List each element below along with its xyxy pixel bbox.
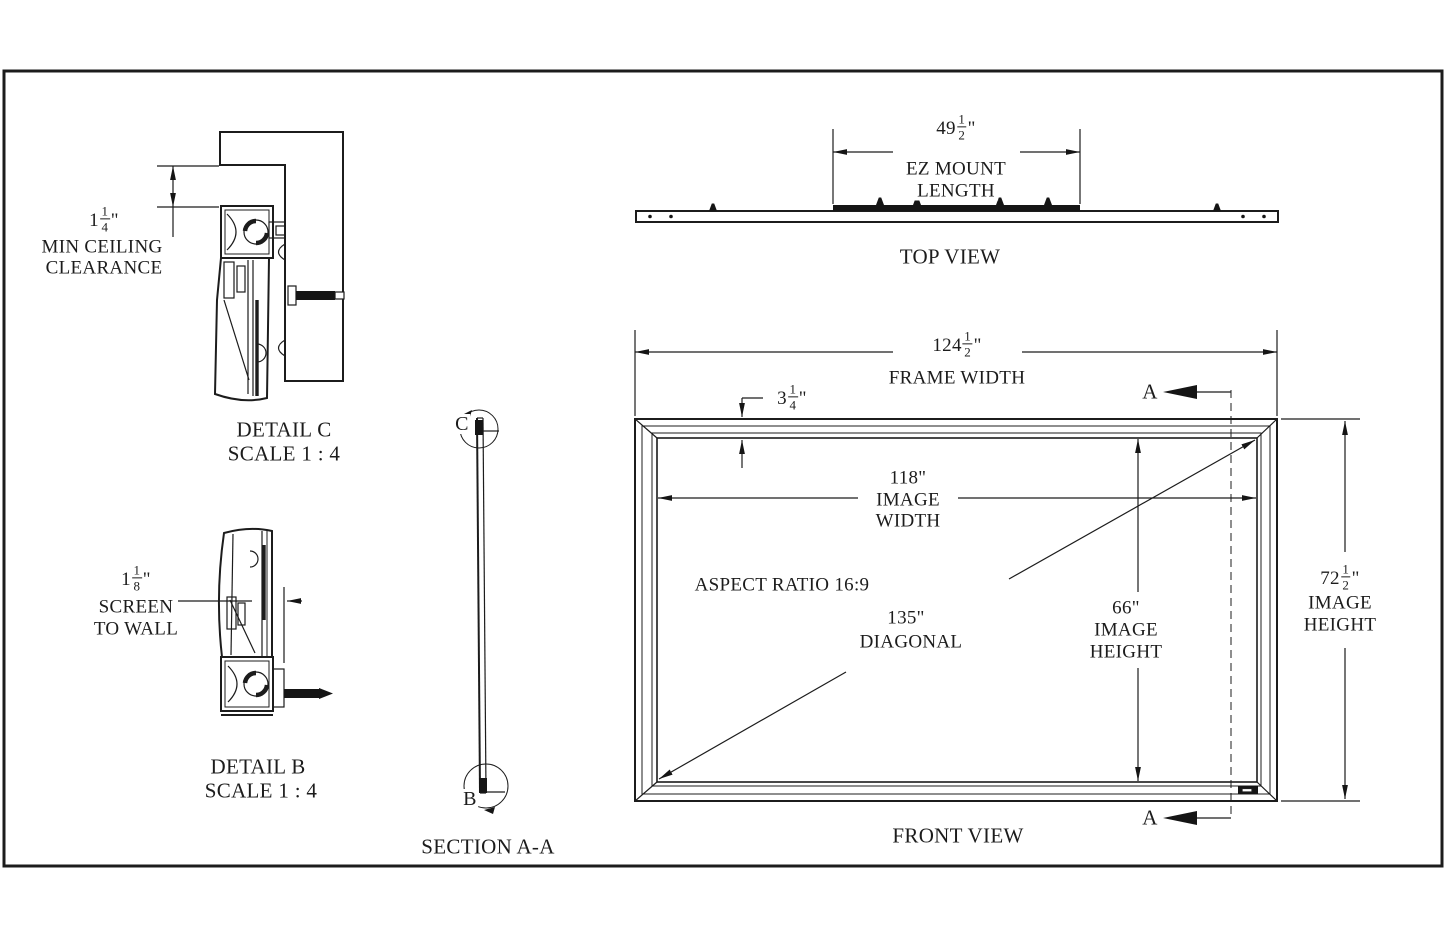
diagonal-line [658,439,1256,780]
diagonal-value: 135" [884,608,928,628]
callout-letter-c: C [454,413,470,435]
detail-c-scale: SCALE 1 : 4 [227,441,341,466]
diagonal-label: DIAGONAL [856,632,966,652]
top-view-title: TOP VIEW [899,244,1001,269]
image-width-label-1: IMAGE [873,490,943,510]
image-width-label-2: WIDTH [875,510,941,532]
image-width-value: 118" [889,467,927,489]
detail-c-screw-icon [287,285,345,306]
side-height-label-1: IMAGE [1305,593,1375,613]
border-width-dimension [739,397,763,468]
detail-c-dim-label-1: MIN CEILING [41,236,163,258]
ez-mount-label-2: LENGTH [914,181,998,201]
detail-b-scale: SCALE 1 : 4 [204,778,318,803]
section-arrow-top-icon [1163,385,1197,399]
sheet-border [2,69,1444,868]
section-cut-line [1163,385,1232,825]
ir-sensor [1238,786,1258,794]
callout-circle-b [463,763,509,809]
detail-c-drawing [157,131,345,402]
ez-mount-label-1: EZ MOUNT [902,159,1010,179]
front-view-drawing [634,330,1360,825]
front-view-title: FRONT VIEW [892,823,1024,848]
detail-b-dimension-lines [178,587,302,663]
detail-c-dim-label-2: CLEARANCE [45,257,163,279]
detail-b-dim-label-1: SCREEN [98,596,174,618]
section-marker-a-top: A [1142,379,1158,404]
image-height-value: 66" [1109,598,1143,618]
detail-b-screw-icon [272,668,333,708]
section-aa-drawing [459,409,509,814]
frame-width-label: FRAME WIDTH [888,367,1026,389]
top-view-dimension-lines [832,129,1081,204]
image-height-label-1: IMAGE [1091,620,1161,640]
side-height-dimension [1281,418,1360,802]
frame-width-dimension [634,330,1278,416]
detail-b-dim-label-2: TO WALL [93,618,179,640]
callout-letter-b: B [462,788,478,810]
detail-c-title: DETAIL C [236,417,332,442]
image-height-label-2: HEIGHT [1086,642,1166,662]
detail-b-drawing [178,527,333,716]
section-marker-a-bottom: A [1142,805,1158,830]
ez-mount-rail [833,205,1080,211]
section-aa-title: SECTION A-A [421,834,555,859]
aspect-ratio-note: ASPECT RATIO 16:9 [694,574,870,596]
top-view-drawing [635,129,1279,223]
detail-c-dimension-lines [157,165,219,237]
side-height-label-2: HEIGHT [1300,615,1380,635]
section-arrow-bottom-icon [1163,811,1197,825]
detail-b-title: DETAIL B [210,754,306,779]
